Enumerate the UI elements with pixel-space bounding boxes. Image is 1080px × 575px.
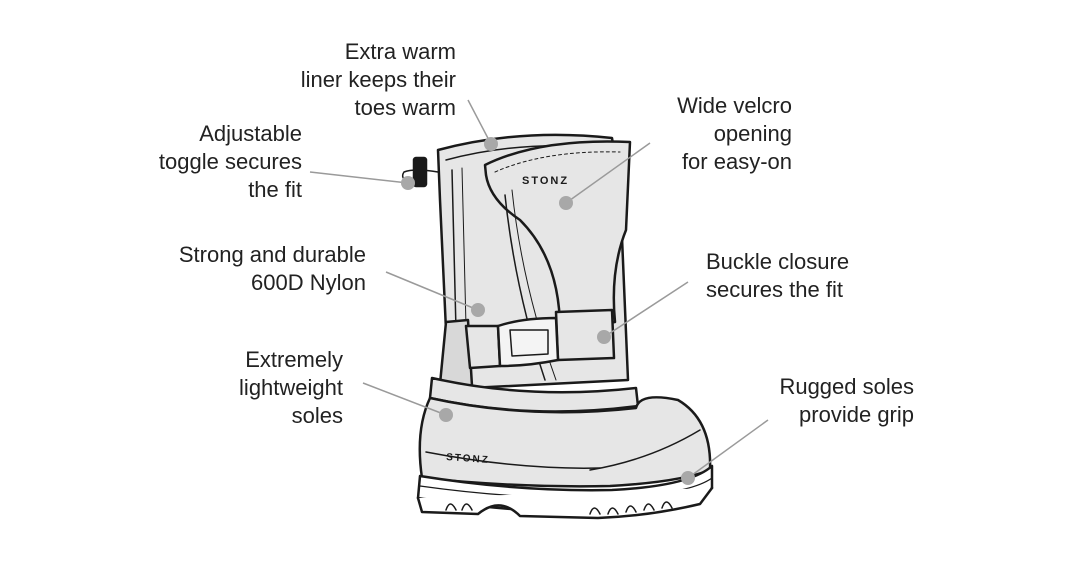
callout-buckle: Buckle closure secures the fit: [706, 249, 850, 302]
dot-soles-light: [439, 408, 453, 422]
leader-liner: [467, 99, 492, 145]
callout-toggle: Adjustable toggle secures the fit: [158, 121, 302, 202]
leader-soles-grip: [687, 419, 769, 479]
callout-velcro: Wide velcro opening for easy-on: [677, 93, 792, 174]
brand-mark-flap: STONZ: [522, 175, 569, 187]
brand-mark-sole: STONZ: [446, 452, 490, 466]
dot-soles-grip: [681, 471, 695, 485]
callout-nylon: Strong and durable 600D Nylon: [178, 242, 366, 295]
callout-soles-grip: Rugged soles provide grip: [779, 374, 914, 427]
dot-nylon: [471, 303, 485, 317]
dot-toggle: [401, 176, 415, 190]
dot-buckle: [597, 330, 611, 344]
toggle-stopper: [412, 156, 428, 188]
buckle: [496, 316, 560, 368]
leader-soles-light: [362, 382, 447, 416]
dot-liner: [484, 137, 498, 151]
leader-toggle: [309, 171, 409, 184]
leader-nylon: [385, 271, 479, 311]
leader-buckle: [603, 281, 689, 338]
velcro-flap: [483, 140, 632, 332]
leader-velcro: [565, 142, 651, 204]
callout-soles-light: Extremely lightweight soles: [239, 347, 343, 428]
dot-velcro: [559, 196, 573, 210]
callout-liner: Extra warm liner keeps their toes warm: [300, 39, 456, 120]
